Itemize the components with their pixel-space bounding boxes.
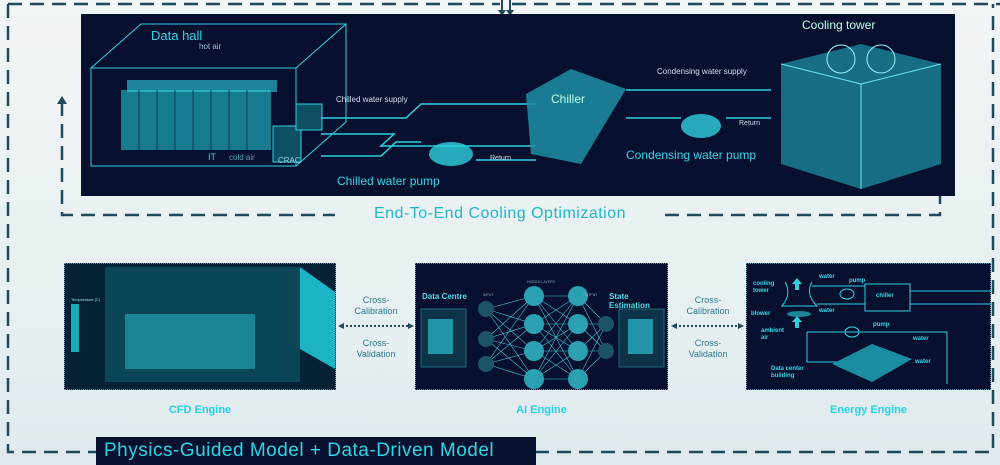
return-label: Return [490,155,512,162]
ambient-air-label: ambient air [761,328,785,341]
nn-edge [485,295,535,340]
nn-node [478,356,494,372]
nn-edge [533,295,579,380]
hidden-layers-label: HIDDEN LAYERS [527,280,555,284]
water-label-4: water [915,359,931,365]
cfd-legend-title: Temperature (C) [71,297,101,302]
condensing-water-pump-label: Condensing water pump [626,148,757,162]
nn-edge [485,295,535,365]
nn-edge [533,295,579,352]
water-label-3: water [913,336,929,342]
condensing-water-supply-label: Condensing water supply [657,67,747,76]
water-label-2: water [819,308,835,314]
chiller-shape [526,69,626,164]
cross-calibration-label-2: Cross-Calibration [686,295,730,316]
ai-engine-label: AI Engine [516,404,567,416]
chilled-water-pump-shape [429,142,473,166]
nn-node [524,341,544,361]
nn-node [524,369,544,389]
chilled-water-pump-label: Chilled water pump [337,174,440,188]
water-label-1: water [819,274,835,280]
energy-system-diagram [780,278,992,384]
pump-label-2: pump [873,322,890,328]
crac-label: CRAC [278,156,301,165]
nn-edge [485,338,535,380]
nn-node [568,286,588,306]
cfd-engine-panel: Temperature (C) [64,263,336,390]
cross-validation-label-1: Cross-Validation [356,338,396,359]
cooling-system-panel: Data hall hot air IT cold air CRAC Chill… [81,14,955,196]
energy-engine-panel: cooling tower water pump chiller water b… [746,263,992,390]
cfd-engine-label: CFD Engine [168,404,232,416]
cfd-visual [71,267,335,382]
nn-edge [485,323,535,365]
chilled-water-supply-label: Chilled water supply [336,95,408,104]
it-racks [121,80,277,150]
data-center-building-label: Data center building [771,366,804,379]
bottom-title: Physics-Guided Model + Data-Driven Model [96,437,536,465]
output-label: OUTPUT [583,293,598,297]
energy-engine-label: Energy Engine [829,404,908,416]
data-hall-label: Data hall [151,28,203,43]
hot-air-label: hot air [199,42,222,51]
cross-validation-label-2: Cross-Validation [688,338,728,359]
nn-node [568,314,588,334]
chiller-label: chiller [876,293,894,299]
blower-label: blower [751,311,771,317]
nn-node [598,316,614,332]
nn-edge [577,323,607,380]
state-estimation-label: State Estimation [609,292,650,310]
pump-label-1: pump [849,278,866,284]
ai-engine-panel: Data Centre State Estimation INPUT HIDDE… [415,263,668,390]
cooling-tower-shape [780,44,942,189]
nn-node [598,343,614,359]
it-label: IT [208,152,216,162]
nn-node [568,341,588,361]
condensing-pump-shape [681,114,721,138]
nn-edge [577,295,607,352]
nn-node [524,286,544,306]
neural-network-diagram [420,286,665,389]
cold-air-label: cold air [229,153,255,162]
cooling-tower-label: cooling tower [753,281,775,294]
data-centre-label: Data Centre [422,292,467,301]
input-label: INPUT [483,293,494,297]
cooling-system-illustration [89,23,942,189]
nn-edge [533,323,579,380]
return-label-2: Return [739,120,761,127]
nn-node [524,314,544,334]
nn-node [568,369,588,389]
nn-node [478,331,494,347]
end-to-end-title: End-To-End Cooling Optimization [373,205,627,222]
cooling-tower-label: Cooling tower [802,18,876,32]
nn-node [478,301,494,317]
cross-calibration-label-1: Cross-Calibration [354,295,398,316]
chiller-label: Chiller [551,92,586,106]
